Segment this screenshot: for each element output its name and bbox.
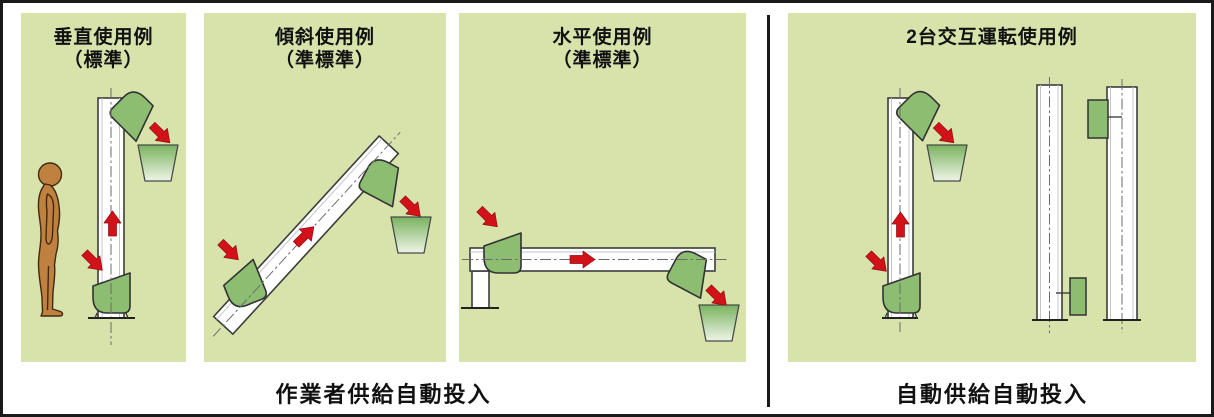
person-icon (37, 162, 64, 317)
panel-inclined-usage: 傾斜使用例 （準標準） (204, 13, 446, 362)
vertical-usage-diagram (37, 85, 179, 345)
horizontal-usage-diagram (461, 202, 740, 342)
caption-auto-supply: 自動供給自動投入 (895, 382, 1088, 407)
panel-title-line2: （準標準） (274, 50, 375, 72)
panel-horizontal-usage: 水平使用例 （準標準） (459, 13, 746, 362)
inclined-usage-diagram (212, 131, 432, 337)
sensor-box-icon (1069, 277, 1087, 316)
container-icon (137, 144, 179, 182)
container-icon (698, 304, 740, 342)
panel-title: 2台交互運転使用例 (788, 26, 1196, 49)
flow-arrow-icon (214, 235, 245, 267)
container-icon (926, 144, 968, 182)
panel-title-line1: 水平使用例 (552, 27, 653, 48)
container-icon (390, 216, 432, 254)
section-divider (767, 15, 770, 407)
panel-title-line1: 2台交互運転使用例 (906, 27, 1078, 48)
flow-arrow-icon (473, 202, 504, 234)
panel-vertical-usage: 垂直使用例 （標準） (21, 13, 186, 362)
panel-title-line2: （標準） (63, 50, 144, 72)
panel-title: 垂直使用例 （標準） (21, 26, 186, 72)
panel-title: 水平使用例 （準標準） (459, 26, 746, 72)
support-leg (471, 270, 490, 309)
panel-title-line1: 傾斜使用例 (274, 27, 375, 48)
sensor-box-icon (1087, 99, 1109, 139)
panel-title-line2: （準標準） (552, 50, 653, 72)
panel-title-line1: 垂直使用例 (53, 27, 154, 48)
hopper-icon (483, 232, 522, 274)
dual-alternating-diagram (862, 77, 1141, 333)
caption-manual-supply: 作業者供給自動投入 (275, 382, 492, 407)
panel-title: 傾斜使用例 （準標準） (204, 26, 446, 72)
panel-dual-alternating-usage: 2台交互運転使用例 (788, 13, 1196, 362)
